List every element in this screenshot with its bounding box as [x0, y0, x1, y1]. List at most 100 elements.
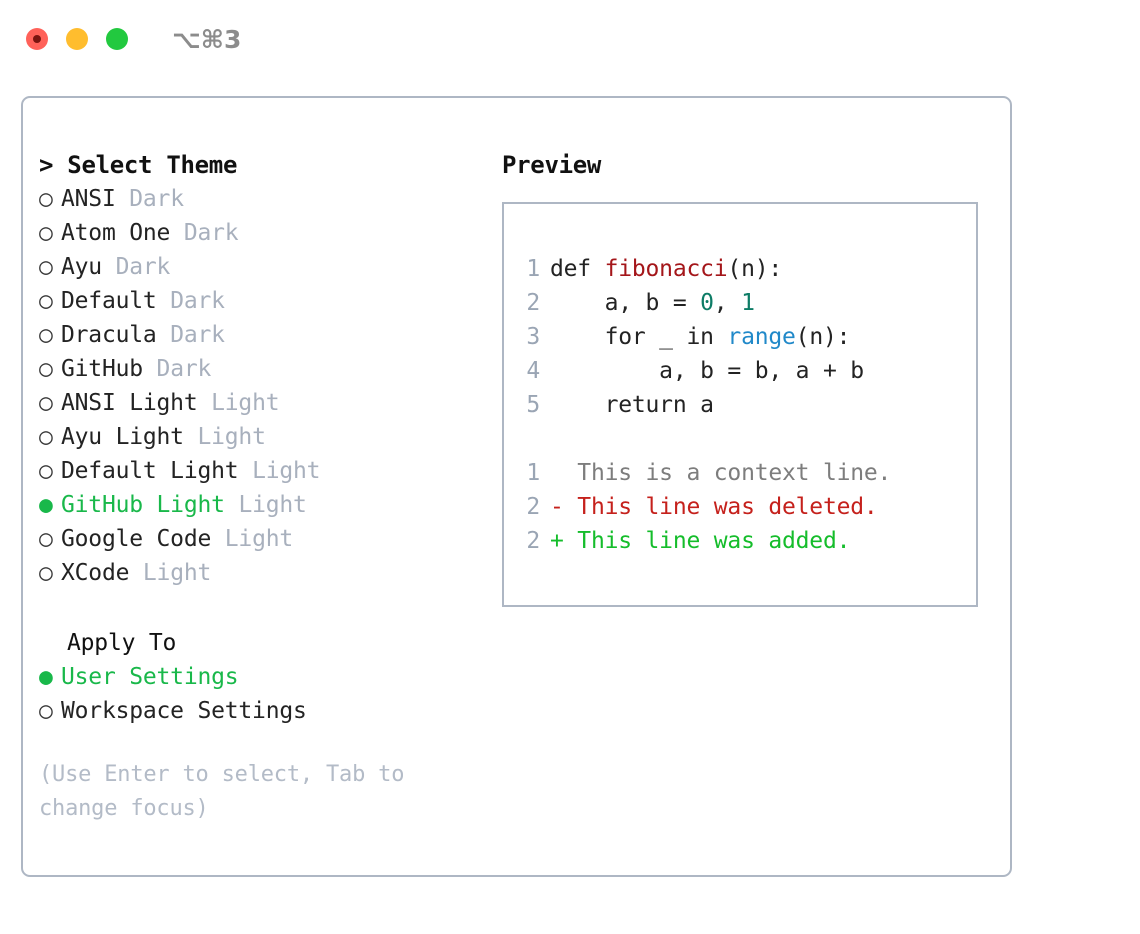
code-token: a, b =: [550, 290, 701, 316]
title-bar: ⌥⌘3: [0, 0, 1140, 78]
traffic-light-buttons: [26, 28, 128, 50]
theme-option-default-light[interactable]: ○ Default Light Light: [39, 454, 479, 488]
line-number: 2: [526, 494, 540, 520]
radio-unselected-icon: ○: [39, 390, 53, 416]
theme-option-atom-one[interactable]: ○ Atom One Dark: [39, 216, 479, 250]
diff-text: This is a context line.: [563, 460, 892, 486]
radio-unselected-icon: ○: [39, 220, 53, 246]
apply-to-option-user-settings[interactable]: ● User Settings: [39, 660, 479, 694]
preview-heading: Preview: [502, 151, 602, 179]
close-button[interactable]: [26, 28, 48, 50]
radio-unselected-icon: ○: [39, 254, 53, 280]
radio-selected-icon: ●: [39, 492, 53, 518]
theme-option-label: Ayu Light: [61, 424, 184, 450]
theme-option-ayu[interactable]: ○ Ayu Dark: [39, 250, 479, 284]
diff-line-ctx: 1 This is a context line.: [516, 456, 976, 490]
maximize-button[interactable]: [106, 28, 128, 50]
code-token: 1: [741, 290, 755, 316]
diff-text: This line was deleted.: [563, 494, 878, 520]
radio-unselected-icon: ○: [39, 458, 53, 484]
minimize-button[interactable]: [66, 28, 88, 50]
theme-option-kind-badge: Dark: [183, 220, 239, 246]
theme-option-kind-badge: Light: [224, 526, 294, 552]
diff-sign: +: [550, 528, 564, 554]
radio-unselected-icon: ○: [39, 526, 53, 552]
keyboard-hint-text: (Use Enter to select, Tab to change focu…: [39, 762, 405, 821]
apply-to-option-label: User Settings: [61, 664, 239, 690]
theme-option-label: Default Light: [61, 458, 239, 484]
theme-option-kind-badge: Light: [197, 424, 266, 450]
line-number: 5: [526, 392, 540, 418]
radio-unselected-icon: ○: [39, 424, 53, 450]
theme-option-kind-badge: Light: [142, 560, 212, 586]
theme-option-ansi-light[interactable]: ○ ANSI Light Light: [39, 386, 479, 420]
code-token: def: [550, 256, 605, 282]
radio-unselected-icon: ○: [39, 698, 53, 724]
theme-option-dracula[interactable]: ○Dracula Dark: [39, 318, 479, 352]
code-line: 2 a, b = 0, 1: [516, 286, 976, 320]
code-token: return a: [550, 392, 714, 418]
diff-sign: [550, 460, 564, 486]
theme-option-label: ANSI Light: [61, 390, 198, 416]
radio-unselected-icon: ○: [39, 288, 53, 314]
diff-line-del: 2- This line was deleted.: [516, 490, 976, 524]
main-panel: > Select Theme ○ANSI Dark○Atom One Dark○…: [21, 96, 1012, 877]
radio-selected-icon: ●: [39, 664, 53, 690]
theme-option-label: Atom One: [61, 220, 171, 246]
theme-option-google-code[interactable]: ○ Google Code Light: [39, 522, 479, 556]
code-token: range: [727, 324, 796, 350]
theme-option-ayu-light[interactable]: ○ Ayu Light Light: [39, 420, 479, 454]
theme-option-kind-badge: Dark: [115, 254, 171, 280]
code-line: 3 for _ in range(n):: [516, 320, 976, 354]
diff-sign: -: [550, 494, 564, 520]
apply-to-list: ● User Settings ○ Workspace Settings: [39, 660, 479, 728]
radio-unselected-icon: ○: [39, 356, 53, 382]
theme-option-label: Default: [61, 288, 157, 314]
code-token: (n):: [795, 324, 851, 350]
line-number: 2: [526, 528, 540, 554]
line-number: 2: [526, 290, 540, 316]
code-line: 4 a, b = b, a + b: [516, 354, 976, 388]
page-title: > Select Theme: [39, 151, 238, 179]
theme-list: ○ ANSI Dark ○ Atom One Dark ○ Ayu Dark ○ Defaul…: [39, 182, 479, 590]
code-token: 0: [700, 290, 714, 316]
line-number: 1: [526, 256, 540, 282]
diff-lines: 1 This is a context line.2- This line wa…: [516, 456, 976, 558]
theme-option-label: GitHub: [61, 356, 143, 382]
diff-text: This line was added.: [563, 528, 851, 554]
theme-option-kind-badge: Dark: [156, 356, 212, 382]
code-line: 1 def fibonacci(n):: [516, 252, 976, 286]
theme-option-kind-badge: Light: [211, 390, 280, 416]
line-number: 3: [526, 324, 540, 350]
theme-option-github[interactable]: ○ GitHub Dark: [39, 352, 479, 386]
keyboard-shortcut-label: ⌥⌘3: [172, 24, 242, 54]
theme-option-label: Ayu: [61, 254, 102, 280]
apply-to-option-workspace-settings[interactable]: ○ Workspace Settings: [39, 694, 479, 728]
theme-option-kind-badge: Light: [238, 492, 307, 518]
line-number: 1: [526, 460, 540, 486]
theme-option-label: GitHub Light: [61, 492, 225, 518]
code-token: (n):: [727, 256, 783, 282]
theme-option-default[interactable]: ○Default Dark: [39, 284, 479, 318]
code-token: fibonacci: [604, 256, 728, 282]
code-line: 5 return a: [516, 388, 976, 422]
code-token: a, b = b, a + b: [550, 358, 864, 384]
theme-option-xcode[interactable]: ○XCode Light: [39, 556, 479, 590]
theme-option-kind-badge: Light: [252, 458, 321, 484]
radio-unselected-icon: ○: [39, 186, 53, 212]
line-number: 4: [526, 358, 540, 384]
theme-option-ansi[interactable]: ○ANSI Dark: [39, 182, 479, 216]
theme-option-label: Dracula: [61, 322, 157, 348]
theme-option-label: XCode: [61, 560, 130, 586]
apply-to-option-label: Workspace Settings: [61, 698, 307, 724]
theme-option-label: ANSI: [61, 186, 116, 212]
diff-line-add: 2 + This line was added.: [516, 524, 976, 558]
theme-picker-pane: > Select Theme ○ANSI Dark○Atom One Dark○…: [39, 148, 479, 826]
theme-option-label: Google Code: [61, 526, 212, 552]
theme-option-github-light[interactable]: ● GitHub Light Light: [39, 488, 479, 522]
